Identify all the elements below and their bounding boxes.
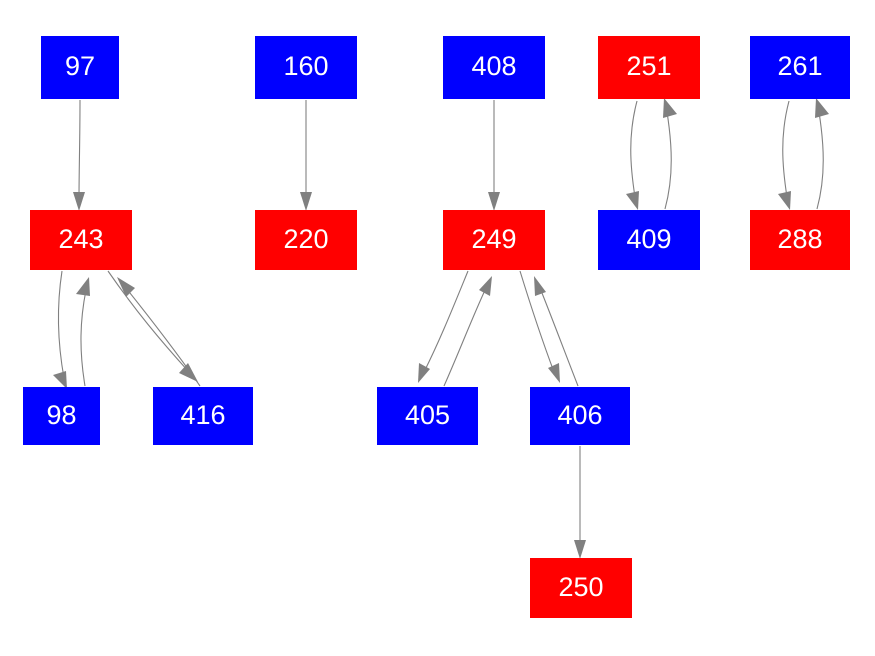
node-label: 416 — [180, 399, 226, 430]
graph-node-98[interactable]: 98 — [23, 387, 100, 445]
graph-node-250[interactable]: 250 — [530, 558, 632, 618]
edge-arrowhead-icon — [663, 98, 677, 118]
graph-edge — [488, 100, 500, 211]
graph-node-405[interactable]: 405 — [377, 387, 478, 445]
graph-edge — [418, 270, 469, 383]
graph-node-160[interactable]: 160 — [255, 36, 357, 99]
edge-line — [423, 270, 469, 373]
edge-arrowhead-icon — [488, 192, 500, 211]
node-label: 98 — [46, 399, 77, 430]
graph-edge — [117, 277, 201, 387]
edge-line — [816, 111, 824, 210]
graph-node-288[interactable]: 288 — [750, 210, 850, 270]
edge-line — [664, 111, 672, 210]
edge-arrowhead-icon — [76, 277, 90, 296]
edge-line — [443, 287, 487, 387]
edge-arrowhead-icon — [73, 192, 85, 211]
graph-edge — [73, 99, 85, 211]
edge-arrowhead-icon — [179, 363, 198, 382]
node-label: 409 — [626, 223, 672, 254]
edge-line — [57, 270, 65, 379]
graph-node-243[interactable]: 243 — [30, 210, 132, 270]
graph-node-416[interactable]: 416 — [153, 387, 253, 445]
edge-arrowhead-icon — [548, 363, 560, 383]
graph-edge — [107, 270, 198, 382]
edge-line — [630, 100, 638, 198]
node-label: 220 — [283, 223, 329, 254]
edge-line — [782, 100, 790, 198]
graph-edge — [443, 276, 492, 387]
edge-line — [107, 270, 190, 373]
edge-line — [80, 289, 87, 387]
node-label: 250 — [558, 571, 604, 602]
edge-arrowhead-icon — [778, 191, 791, 210]
graph-edge — [300, 100, 312, 211]
node-label: 97 — [64, 51, 96, 81]
node-label: 251 — [626, 51, 672, 81]
edge-arrowhead-icon — [300, 192, 312, 211]
graph-edge — [574, 446, 586, 559]
graph-edge — [53, 270, 67, 389]
graph-edge — [626, 100, 639, 210]
graph-edge — [519, 270, 560, 383]
graph-edge — [778, 100, 791, 210]
graph-node-220[interactable]: 220 — [255, 210, 357, 270]
graph-edge — [815, 98, 829, 210]
edge-arrowhead-icon — [418, 363, 430, 383]
graph-node-97[interactable]: 97 — [41, 36, 119, 99]
graph-node-261[interactable]: 261 — [750, 36, 850, 99]
graph-edge — [534, 276, 579, 387]
edge-line — [539, 287, 579, 387]
edge-arrowhead-icon — [815, 98, 829, 118]
graph-edge — [663, 98, 677, 210]
node-label: 261 — [777, 51, 823, 81]
node-label: 160 — [283, 51, 329, 81]
node-label: 406 — [557, 399, 603, 430]
edge-arrowhead-icon — [117, 277, 135, 297]
graph-edge — [76, 277, 90, 387]
edge-line — [519, 270, 555, 373]
node-label: 243 — [58, 223, 104, 254]
node-label: 288 — [777, 223, 823, 254]
node-label: 249 — [471, 223, 517, 254]
edge-arrowhead-icon — [626, 191, 639, 210]
node-label: 408 — [471, 51, 517, 81]
edge-line — [78, 99, 81, 201]
edge-arrowhead-icon — [534, 276, 546, 296]
edge-line — [125, 287, 201, 387]
edge-arrowhead-icon — [574, 540, 586, 559]
graph-node-249[interactable]: 249 — [443, 210, 545, 270]
node-label: 405 — [404, 399, 451, 430]
graph-node-408[interactable]: 408 — [443, 36, 545, 99]
graph-node-251[interactable]: 251 — [598, 36, 700, 99]
graph-node-409[interactable]: 409 — [598, 210, 700, 270]
edge-arrowhead-icon — [479, 276, 492, 296]
graph-node-406[interactable]: 406 — [530, 387, 630, 445]
